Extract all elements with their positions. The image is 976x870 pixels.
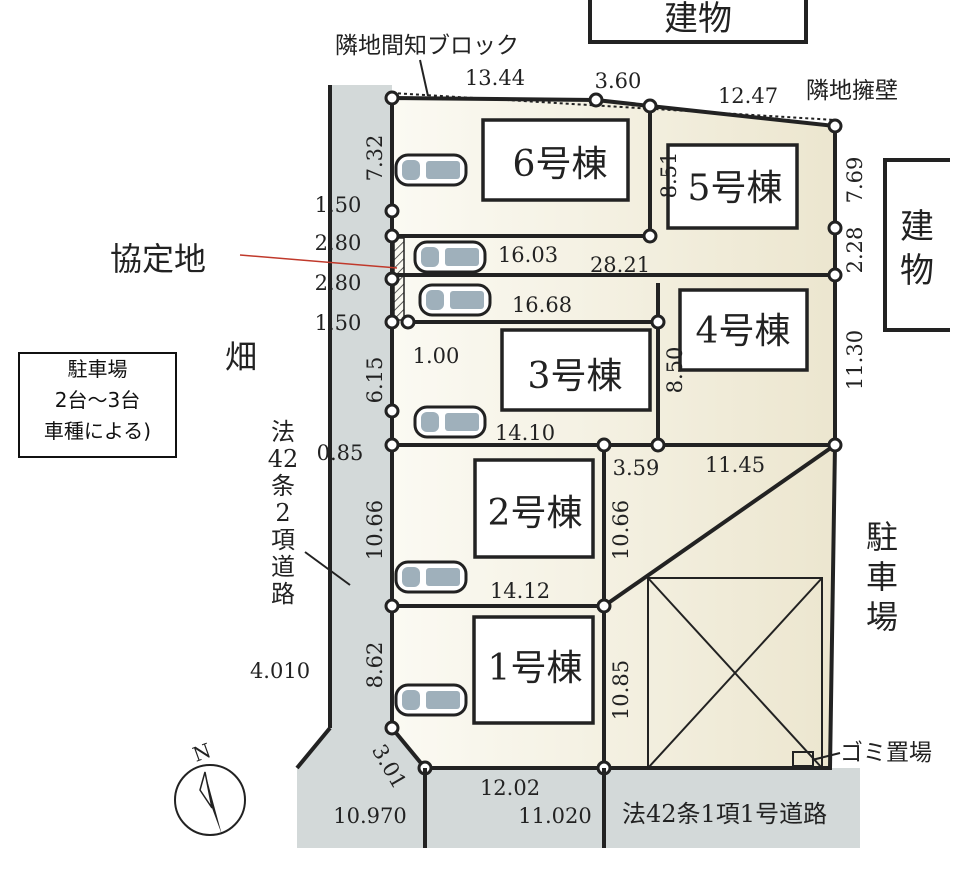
svg-text:2.80: 2.80 — [315, 271, 362, 295]
svg-text:11.020: 11.020 — [518, 804, 591, 828]
building-1-label: 1号棟 — [488, 648, 583, 689]
survey-points — [384, 90, 843, 776]
building-3 — [500, 328, 652, 412]
building-4 — [678, 288, 809, 372]
bottom-road — [297, 728, 860, 848]
svg-text:法: 法 — [271, 418, 295, 446]
svg-text:車: 車 — [866, 558, 898, 596]
svg-text:駐: 駐 — [866, 518, 898, 556]
car-icon — [394, 683, 468, 717]
building-5 — [666, 143, 799, 230]
leader-line — [811, 752, 841, 761]
svg-text:0.85: 0.85 — [317, 441, 364, 465]
building-right-label: 建 — [900, 207, 934, 247]
svg-text:13.44: 13.44 — [465, 66, 525, 90]
building-6 — [481, 118, 630, 202]
legend-line: 2台～3台 — [54, 388, 141, 412]
svg-text:場: 場 — [866, 598, 898, 636]
svg-text:6.15: 6.15 — [363, 357, 387, 404]
svg-text:道: 道 — [271, 553, 295, 581]
svg-text:2.28: 2.28 — [843, 227, 867, 274]
site-lot — [392, 98, 835, 768]
svg-text:28.21: 28.21 — [590, 253, 650, 277]
leader-line — [419, 59, 429, 97]
agreement-land-leader — [239, 254, 398, 269]
building-3-label: 3号棟 — [528, 356, 623, 397]
svg-text:1.00: 1.00 — [413, 344, 460, 368]
car-icon — [394, 560, 468, 594]
svg-text:14.12: 14.12 — [490, 579, 550, 603]
svg-text:路: 路 — [271, 580, 295, 608]
svg-text:N: N — [190, 738, 215, 767]
leader-line — [304, 551, 351, 586]
car-icon — [413, 405, 487, 439]
north-compass-icon: N — [174, 738, 246, 836]
svg-text:8.51: 8.51 — [657, 152, 681, 199]
building-4-label: 4号棟 — [696, 311, 791, 352]
svg-text:2.80: 2.80 — [315, 231, 362, 255]
svg-text:条: 条 — [271, 472, 295, 500]
building-5-label: 5号棟 — [688, 168, 783, 209]
road-corner — [295, 726, 332, 770]
svg-text:11.30: 11.30 — [843, 330, 867, 390]
svg-text:14.10: 14.10 — [495, 421, 555, 445]
building-right-box — [883, 158, 950, 332]
road-bottom-label: 法42条1項1号道路 — [622, 800, 827, 828]
svg-text:2: 2 — [275, 499, 290, 527]
svg-text:4.010: 4.010 — [250, 659, 310, 683]
field-label: 畑 — [225, 338, 257, 376]
svg-text:12.02: 12.02 — [480, 776, 540, 800]
svg-text:1.50: 1.50 — [315, 193, 362, 217]
left-road — [330, 85, 392, 735]
legend-line: 駐車場 — [67, 357, 128, 381]
svg-text:1.50: 1.50 — [315, 311, 362, 335]
svg-text:7.32: 7.32 — [363, 135, 387, 182]
svg-text:7.69: 7.69 — [843, 157, 867, 204]
parking-legend: 駐車場 2台～3台 車種による) — [18, 352, 177, 458]
svg-text:10.970: 10.970 — [333, 804, 406, 828]
building-6-label: 6号棟 — [513, 144, 608, 185]
road-left-label: 法 42 条 2 項 道 路 — [268, 418, 299, 608]
building-1 — [472, 615, 595, 725]
neighbor-wall-label: 隣地擁壁 — [806, 78, 898, 104]
legend-line: 車種による) — [43, 419, 152, 443]
car-icon — [413, 240, 487, 274]
svg-text:3.59: 3.59 — [613, 456, 660, 480]
car-icon — [394, 153, 468, 187]
neighbor-block-line — [391, 92, 836, 121]
svg-text:3.60: 3.60 — [595, 69, 642, 93]
svg-text:項: 項 — [271, 526, 295, 554]
neighbor-block-label: 隣地間知ブロック — [335, 33, 519, 59]
parking-right-label: 駐 車 場 — [866, 518, 898, 636]
svg-text:10.85: 10.85 — [609, 660, 633, 720]
building-top-label: 建物 — [664, 0, 732, 39]
building-top-box — [588, 0, 808, 44]
agreement-land-label: 協定地 — [110, 240, 206, 278]
garbage-label: ゴミ置場 — [840, 740, 932, 766]
svg-text:11.45: 11.45 — [705, 453, 765, 477]
svg-text:42: 42 — [268, 445, 299, 473]
svg-text:16.68: 16.68 — [512, 293, 572, 317]
building-2-label: 2号棟 — [488, 493, 583, 534]
svg-text:10.66: 10.66 — [609, 500, 633, 560]
svg-text:8.62: 8.62 — [363, 642, 387, 689]
svg-text:12.47: 12.47 — [718, 84, 778, 108]
building-2 — [473, 458, 595, 559]
building-right-label: 物 — [900, 251, 934, 291]
dimension-labels: 13.44 3.60 12.47 7.69 2.28 11.30 7.32 1.… — [250, 66, 867, 828]
svg-text:10.66: 10.66 — [363, 500, 387, 560]
svg-text:8.50: 8.50 — [663, 347, 687, 394]
svg-text:16.03: 16.03 — [498, 243, 558, 267]
car-icon — [418, 283, 492, 317]
